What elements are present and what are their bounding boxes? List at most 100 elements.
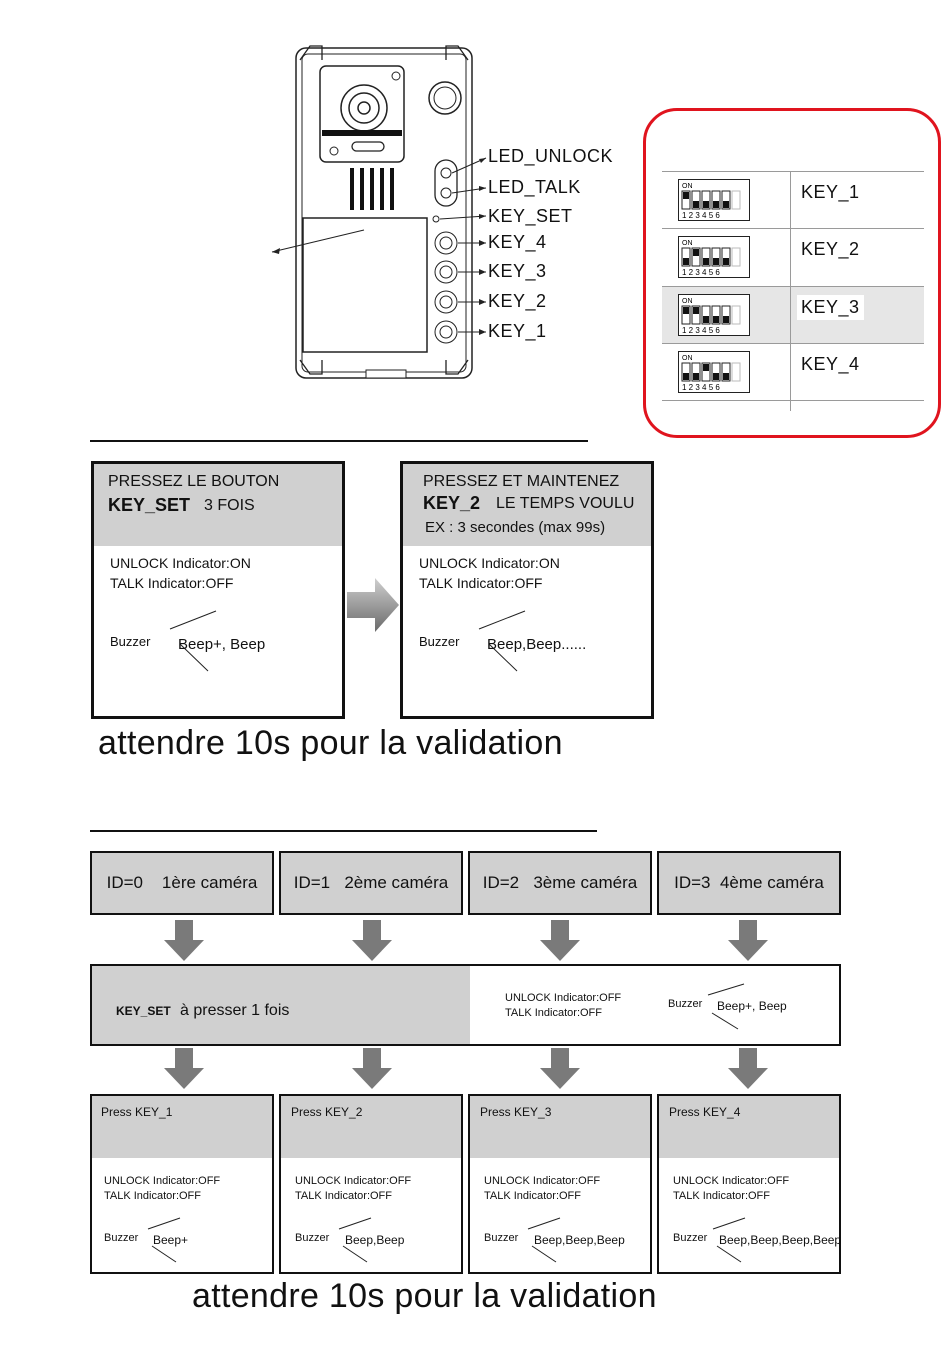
buzzer-bracket-icon [147, 1217, 181, 1263]
unlock-indicator: UNLOCK Indicator:ON [110, 555, 251, 571]
buzzer-bracket-icon [527, 1217, 561, 1263]
buzzer-beep: Beep,Beep...... [487, 636, 587, 653]
camera-box: ID=3 4ème caméra [657, 851, 841, 915]
step-instruction: PRESSEZ LE BOUTON [108, 473, 280, 490]
arrow-down-icon [728, 1048, 768, 1089]
buzzer-beep: Beep,Beep,Beep,Beep [719, 1233, 842, 1247]
buzzer-label: Buzzer [295, 1232, 330, 1244]
buzzer-label: Buzzer [484, 1232, 519, 1244]
dip-key-label: KEY_2 [801, 239, 860, 259]
buzzer-bracket-icon [478, 610, 526, 672]
dip-row: ON 1 2 3 4 5 6 KEY_4 [662, 344, 924, 401]
buzzer-beep: Beep,Beep,Beep [534, 1233, 625, 1247]
arrow-down-icon [164, 920, 204, 961]
camera-box: ID=2 3ème caméra [468, 851, 652, 915]
svg-text:1 2 3 4 5 6: 1 2 3 4 5 6 [682, 268, 720, 277]
camera-id: ID=3 [674, 873, 711, 892]
svg-text:1 2 3 4 5 6: 1 2 3 4 5 6 [682, 326, 720, 335]
arrow-down-icon [164, 1048, 204, 1089]
dip-switch-table: ON 1 2 3 4 5 6 KEY_1 ON [662, 171, 924, 411]
arrow-down-icon [728, 920, 768, 961]
buzzer-label: Buzzer [419, 634, 460, 649]
step-times: 3 FOIS [204, 497, 255, 514]
dip-key-label: KEY_4 [801, 354, 860, 374]
buzzer-bracket-icon [169, 610, 217, 672]
camera-id: ID=1 [293, 873, 331, 892]
key-set-label: KEY_SET [488, 206, 573, 226]
keyset-instruction: à presser 1 fois [180, 1002, 290, 1019]
buzzer-beep: Beep+ [153, 1233, 189, 1247]
step-key: KEY_SET [108, 495, 191, 515]
dip-row: ON 1 2 3 4 5 6 KEY_2 [662, 229, 924, 287]
buzzer-beep: Beep+, Beep [717, 999, 787, 1013]
dip-on-label: ON [682, 183, 693, 190]
key-4-label: KEY_4 [488, 232, 547, 252]
key-2-label: KEY_2 [488, 291, 547, 311]
dip-key-label: KEY_1 [797, 180, 864, 205]
arrow-down-icon [540, 920, 580, 961]
talk-indicator: TALK Indicator:OFF [484, 1190, 581, 1202]
press-key-box: Press KEY_3 UNLOCK Indicator:OFF TALK In… [468, 1094, 652, 1274]
dip-numbers: 1 2 3 4 5 6 [682, 211, 720, 220]
dip-switch-icon: ON 1 2 3 4 5 6 [678, 294, 750, 341]
talk-indicator: TALK Indicator:OFF [673, 1190, 770, 1202]
validation-note: attendre 10s pour la validation [192, 1277, 657, 1315]
camera-box: ID=1 2ème caméra [279, 851, 463, 915]
key2-step-box: PRESSEZ ET MAINTENEZ KEY_2 LE TEMPS VOUL… [400, 461, 654, 719]
press-title: Press KEY_2 [291, 1105, 363, 1119]
camera-name: 3ème caméra [533, 873, 638, 892]
section-divider [90, 440, 588, 442]
press-title: Press KEY_3 [480, 1105, 552, 1119]
dip-key-label: KEY_3 [797, 295, 864, 320]
buzzer-bracket-icon [712, 1217, 746, 1263]
unlock-indicator: UNLOCK Indicator:ON [419, 555, 560, 571]
keyset-once-box: KEY_SET à presser 1 fois UNLOCK Indicato… [90, 964, 841, 1046]
led-talk-label: LED_TALK [488, 177, 581, 197]
talk-indicator: TALK Indicator:OFF [295, 1190, 392, 1202]
camera-box: ID=0 1ère caméra [90, 851, 274, 915]
arrow-down-icon [352, 920, 392, 961]
step-key: KEY_2 [423, 493, 481, 513]
arrow-right-icon [347, 578, 399, 632]
dip-switch-icon: ON 1 2 3 4 5 6 [678, 236, 750, 283]
step-instruction: PRESSEZ ET MAINTENEZ [423, 473, 620, 490]
camera-id: ID=2 [482, 873, 520, 892]
press-key-box: Press KEY_4 UNLOCK Indicator:OFF TALK In… [657, 1094, 841, 1274]
buzzer-bracket-icon [707, 983, 745, 1030]
keyset-step-box: PRESSEZ LE BOUTON KEY_SET 3 FOIS UNLOCK … [91, 461, 345, 719]
press-key-box: Press KEY_2 UNLOCK Indicator:OFF TALK In… [279, 1094, 463, 1274]
buzzer-label: Buzzer [673, 1232, 708, 1244]
dip-switch-icon: ON 1 2 3 4 5 6 [678, 179, 750, 226]
dip-row: ON 1 2 3 4 5 6 KEY_3 [662, 287, 924, 344]
arrow-down-icon [352, 1048, 392, 1089]
svg-text:ON: ON [682, 298, 693, 305]
buzzer-label: Buzzer [110, 634, 151, 649]
unlock-indicator: UNLOCK Indicator:OFF [295, 1175, 412, 1187]
buzzer-label: Buzzer [668, 998, 703, 1010]
camera-name: 2ème caméra [344, 873, 449, 892]
dip-row: ON 1 2 3 4 5 6 KEY_1 [662, 172, 924, 229]
step-duration: LE TEMPS VOULU [496, 495, 635, 512]
door-station-diagram: LED_UNLOCK LED_TALK KEY_SET KEY_4 KEY_3 … [260, 40, 620, 385]
key-3-label: KEY_3 [488, 261, 547, 281]
camera-name: 4ème caméra [719, 873, 824, 892]
talk-indicator: TALK Indicator:OFF [110, 575, 234, 591]
validation-note: attendre 10s pour la validation [98, 724, 563, 762]
buzzer-label: Buzzer [104, 1232, 139, 1244]
step-example: EX : 3 secondes (max 99s) [425, 519, 606, 536]
press-title: Press KEY_1 [101, 1105, 173, 1119]
buzzer-beep: Beep+, Beep [178, 636, 266, 653]
camera-id: ID=0 [106, 873, 144, 892]
buzzer-bracket-icon [338, 1217, 372, 1263]
unlock-indicator: UNLOCK Indicator:OFF [104, 1175, 221, 1187]
door-station-drawing [271, 45, 487, 379]
arrow-down-icon [540, 1048, 580, 1089]
press-key-box: Press KEY_1 UNLOCK Indicator:OFF TALK In… [90, 1094, 274, 1274]
svg-text:1 2 3 4 5 6: 1 2 3 4 5 6 [682, 383, 720, 392]
unlock-indicator: UNLOCK Indicator:OFF [505, 992, 622, 1004]
press-title: Press KEY_4 [669, 1105, 741, 1119]
unlock-indicator: UNLOCK Indicator:OFF [484, 1175, 601, 1187]
svg-text:ON: ON [682, 240, 693, 247]
talk-indicator: TALK Indicator:OFF [419, 575, 543, 591]
section-divider [90, 830, 597, 832]
